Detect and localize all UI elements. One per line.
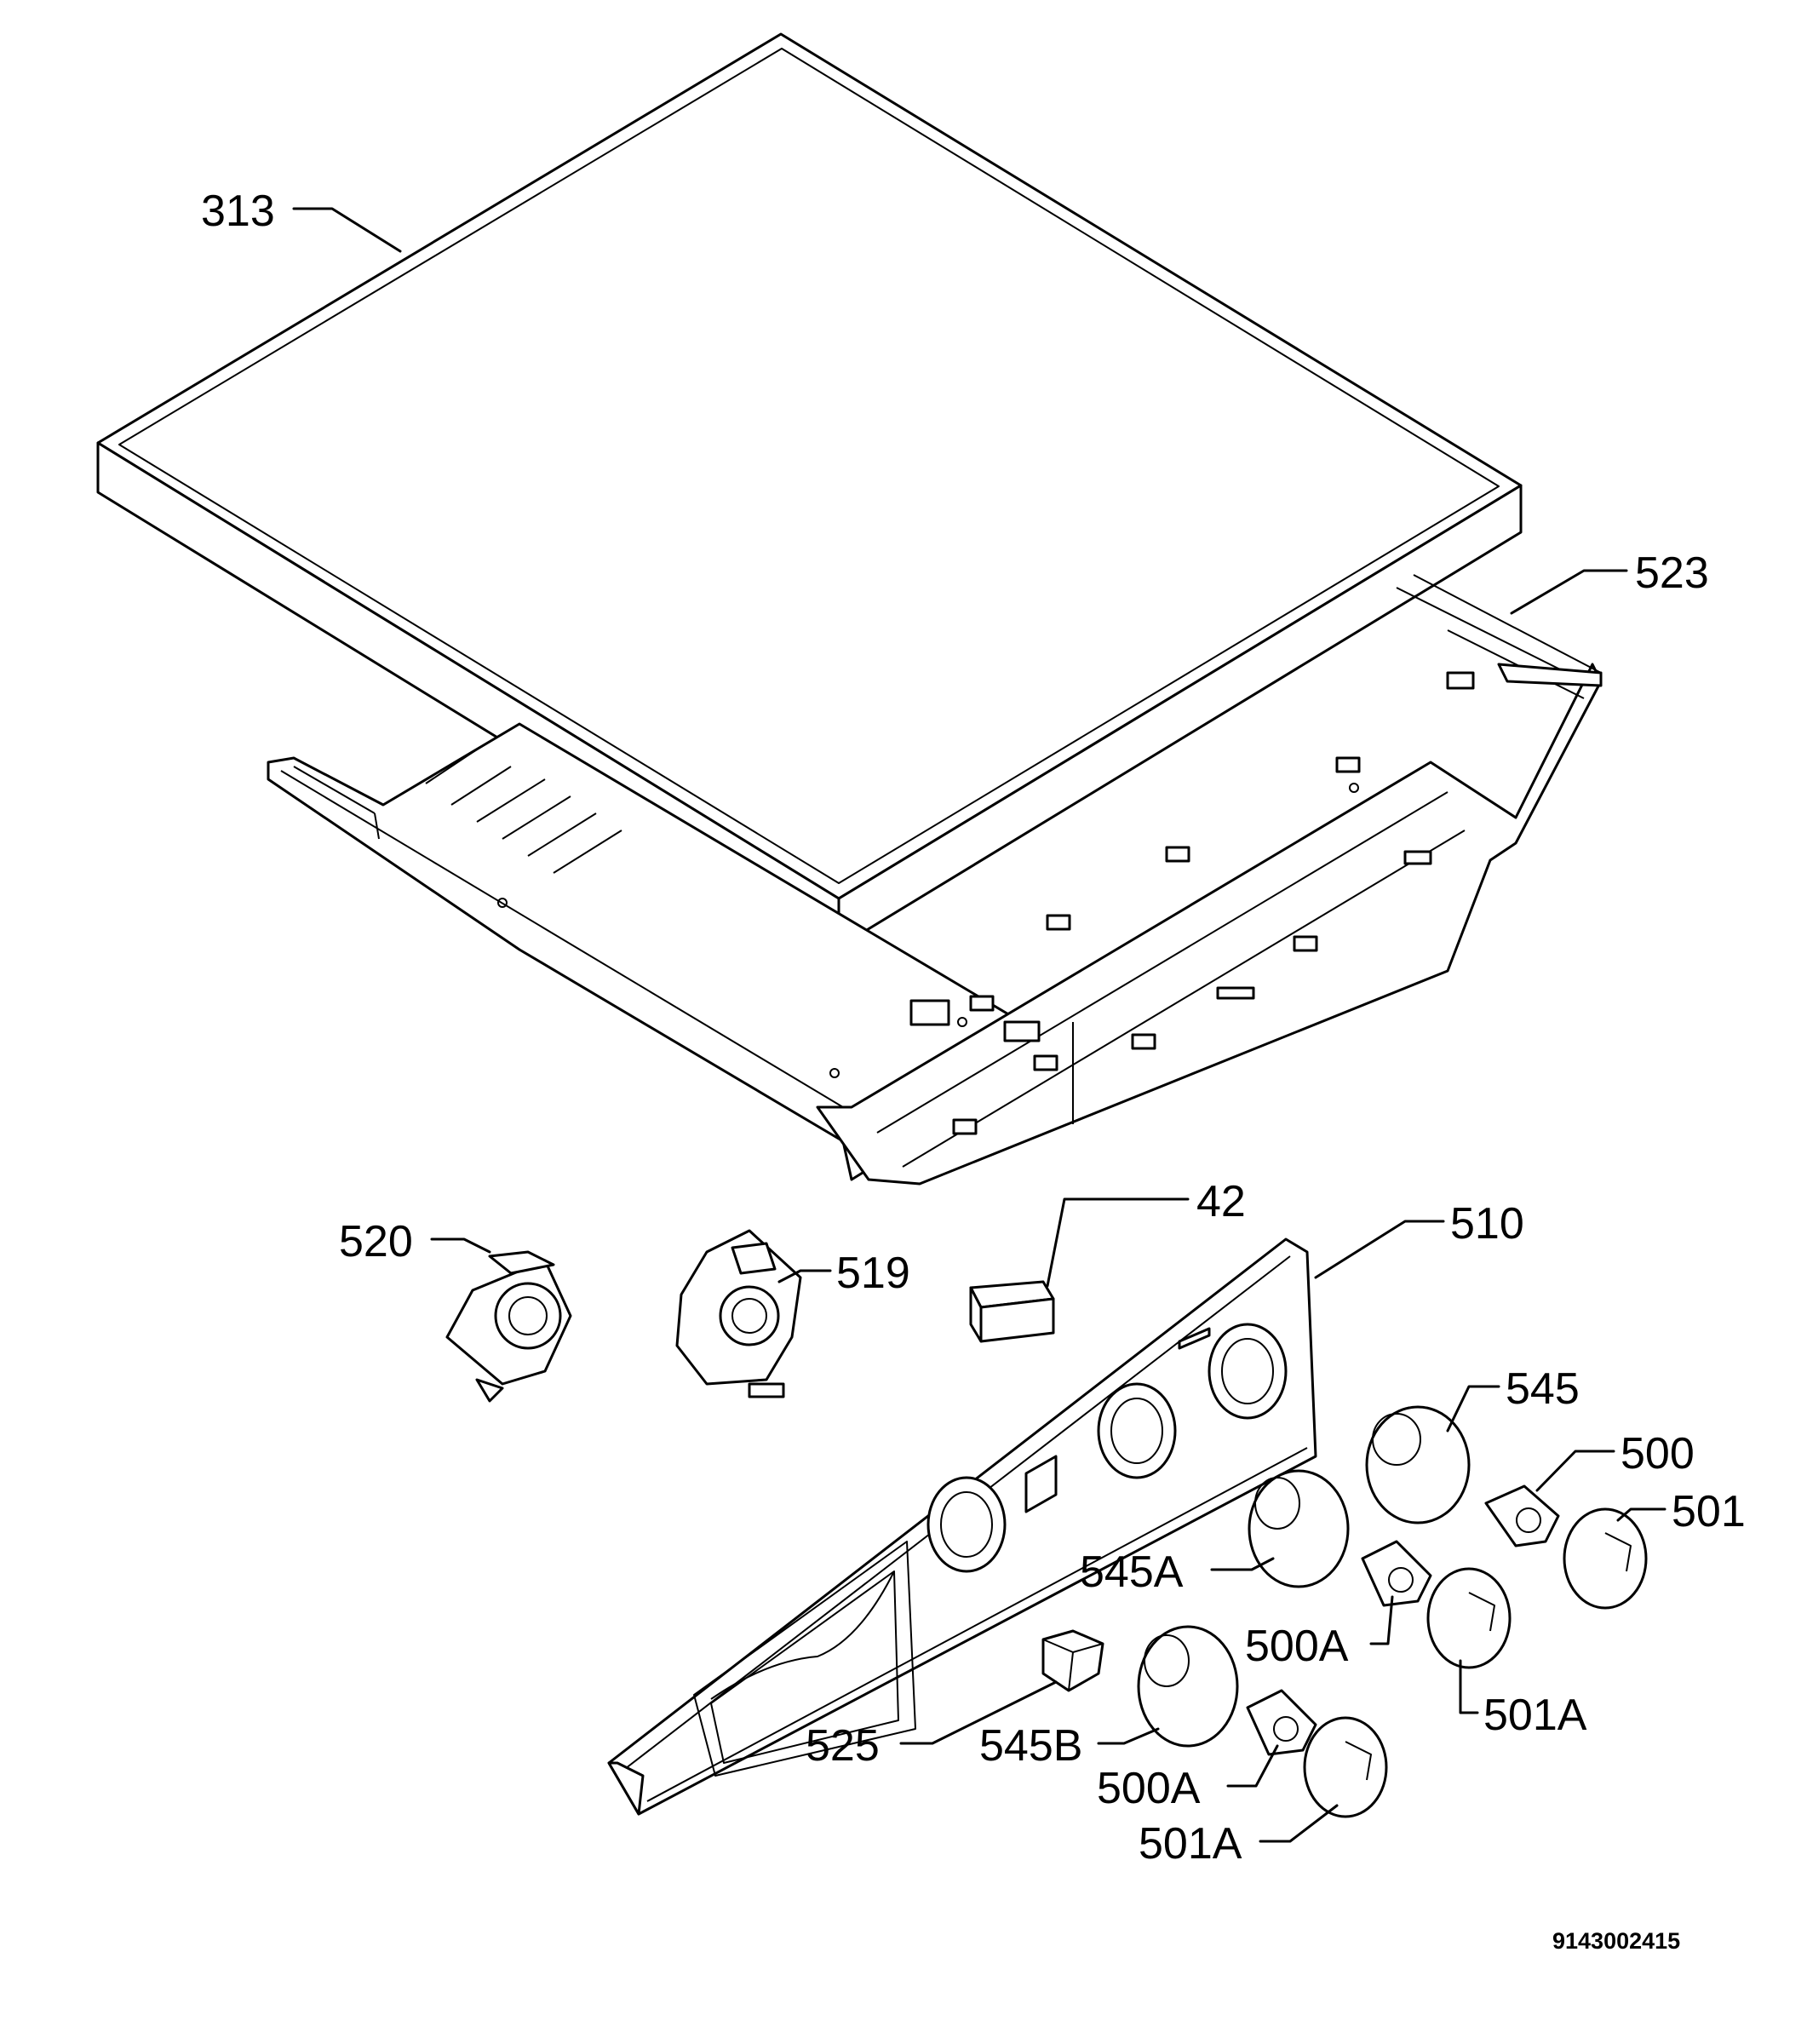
label-501a-lower: 501A xyxy=(1139,1819,1242,1869)
label-523: 523 xyxy=(1635,548,1709,598)
part-523-frame xyxy=(267,574,1603,1186)
part-510-control-panel xyxy=(607,1237,1317,1816)
label-545b: 545B xyxy=(979,1721,1082,1771)
label-500a-lower: 500A xyxy=(1097,1764,1201,1813)
label-313: 313 xyxy=(201,187,275,236)
part-500-shaft xyxy=(1484,1484,1560,1547)
part-519-switch-housing xyxy=(675,1229,802,1398)
label-501: 501 xyxy=(1672,1487,1746,1536)
part-313-top-cover xyxy=(96,32,1523,949)
part-545b-knob-ring xyxy=(1137,1625,1239,1748)
part-520-switch-housing xyxy=(445,1250,572,1403)
label-545a: 545A xyxy=(1080,1547,1184,1597)
part-501a-knob-upper xyxy=(1426,1567,1512,1669)
label-519: 519 xyxy=(836,1249,910,1298)
part-525-switch xyxy=(1041,1629,1104,1692)
part-501a-knob-lower xyxy=(1303,1716,1388,1818)
part-500a-shaft-upper xyxy=(1361,1540,1432,1607)
part-545a-knob-ring xyxy=(1248,1469,1350,1588)
part-545-knob-ring xyxy=(1365,1405,1471,1524)
label-545: 545 xyxy=(1506,1364,1580,1414)
leader-lines xyxy=(292,207,1666,1843)
label-500a-upper: 500A xyxy=(1245,1622,1349,1671)
label-520: 520 xyxy=(339,1217,413,1266)
label-525: 525 xyxy=(806,1721,880,1771)
part-42-indicator xyxy=(969,1280,1055,1343)
drawing-code: 9143002415 xyxy=(1552,1928,1680,1954)
label-500: 500 xyxy=(1621,1429,1695,1478)
label-42: 42 xyxy=(1196,1177,1246,1226)
label-510: 510 xyxy=(1450,1199,1524,1249)
part-500a-shaft-lower xyxy=(1246,1689,1317,1756)
callout-labels: 313 523 520 519 42 510 545 500 501 545A … xyxy=(201,187,1746,1954)
part-501-knob xyxy=(1563,1507,1648,1610)
label-501a-upper: 501A xyxy=(1483,1691,1587,1740)
